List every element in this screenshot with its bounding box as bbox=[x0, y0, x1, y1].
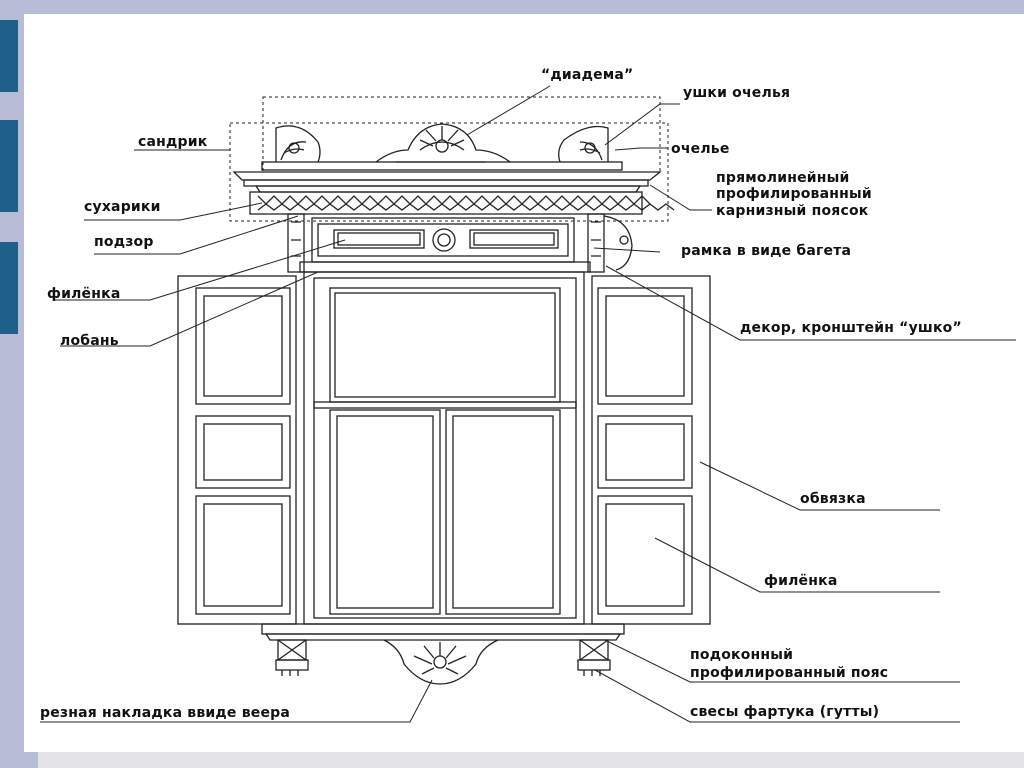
label-reznaya-nakladka: резная накладка ввиде веера bbox=[40, 705, 290, 721]
side-brackets bbox=[287, 213, 633, 273]
footer-bar bbox=[38, 752, 1024, 768]
label-ramka: рамка в виде багета bbox=[681, 243, 851, 259]
dashed-outlines bbox=[229, 96, 669, 222]
left-shutter bbox=[177, 275, 297, 625]
accent-bar-3 bbox=[0, 242, 18, 334]
accent-bar-1 bbox=[0, 20, 18, 92]
cornice bbox=[232, 161, 662, 193]
label-ushki-ochelya: ушки очелья bbox=[683, 85, 790, 101]
lacework-band bbox=[249, 191, 675, 215]
slide bbox=[24, 14, 1024, 752]
label-karniz-line1: прямолинейный bbox=[716, 170, 850, 186]
loban-frieze bbox=[299, 217, 591, 273]
label-filenka-left: филёнка bbox=[47, 286, 120, 302]
sill-apron bbox=[261, 623, 625, 685]
label-karniz-line3: карнизный поясок bbox=[716, 203, 869, 219]
label-sandrik: сандрик bbox=[138, 134, 208, 150]
label-karniz-line2: профилированный bbox=[716, 186, 872, 202]
label-diadema: “диадема” bbox=[541, 67, 633, 83]
label-filenka-right: филёнка bbox=[764, 573, 837, 589]
label-dekor: декор, кронштейн “ушко” bbox=[740, 320, 962, 336]
label-svesy: свесы фартука (гутты) bbox=[690, 704, 879, 720]
label-sukhariki: сухарики bbox=[84, 199, 161, 215]
window-frame bbox=[303, 271, 585, 625]
label-podokonny-line1: подоконный bbox=[690, 647, 793, 663]
label-obvyazka: обвязка bbox=[800, 491, 866, 507]
label-podzor: подзор bbox=[94, 234, 154, 250]
label-podokonny-line2: профилированный пояс bbox=[690, 665, 888, 681]
label-loban: лобань bbox=[60, 333, 119, 349]
right-shutter bbox=[591, 275, 711, 625]
ochelye-ornament bbox=[275, 123, 609, 163]
accent-bar-2 bbox=[0, 120, 18, 212]
label-ochelye: очелье bbox=[671, 141, 730, 157]
leader-lines bbox=[40, 85, 1016, 723]
